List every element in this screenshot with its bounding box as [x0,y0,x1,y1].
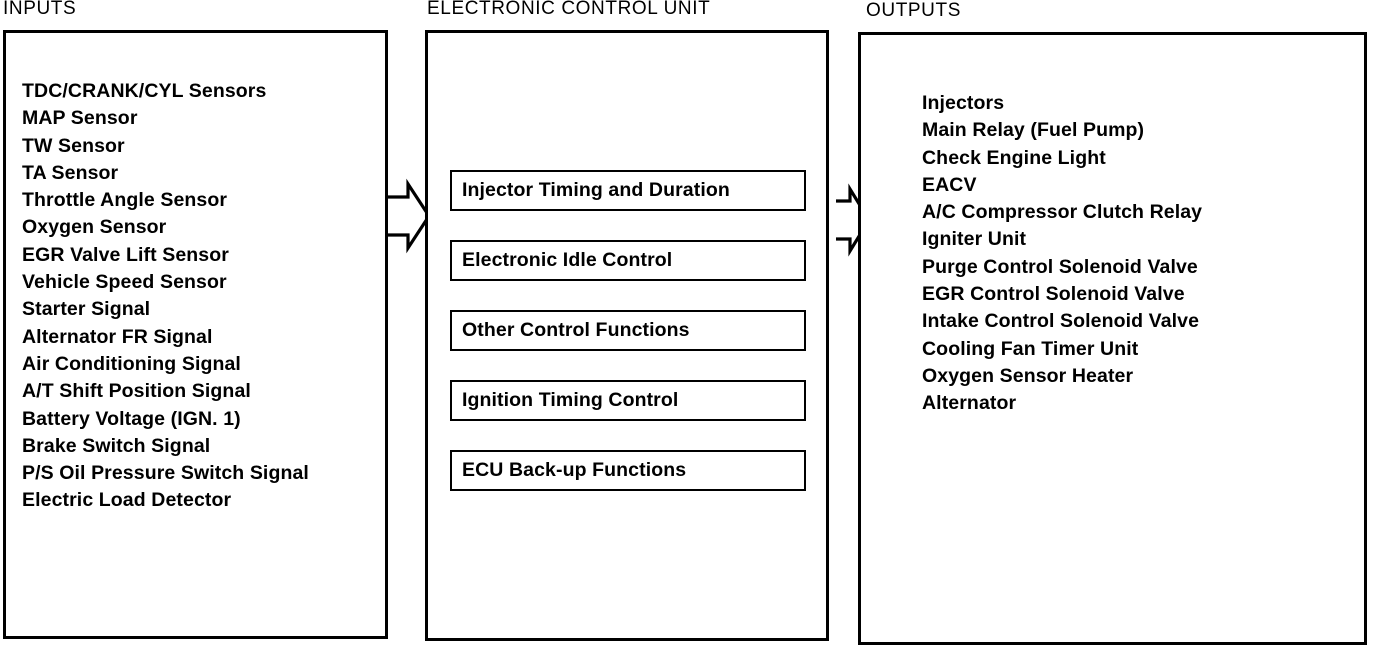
outputs-list: Injectors Main Relay (Fuel Pump) Check E… [922,90,1352,418]
list-item: Oxygen Sensor [22,216,167,239]
ecu-function-box: ECU Back-up Functions [450,450,806,491]
outputs-heading: OUTPUTS [866,0,961,21]
list-item: Main Relay (Fuel Pump) [922,119,1145,142]
ecu-function-box: Other Control Functions [450,310,806,351]
ecu-function-box: Injector Timing and Duration [450,170,806,211]
list-item: EGR Valve Lift Sensor [22,243,229,266]
list-item: Air Conditioning Signal [22,352,241,375]
list-item: Battery Voltage (IGN. 1) [22,407,241,430]
list-item: Vehicle Speed Sensor [22,271,227,294]
ecu-function-label: Other Control Functions [462,319,690,341]
list-item: TW Sensor [22,134,125,157]
inputs-list: TDC/CRANK/CYL Sensors MAP Sensor TW Sens… [22,78,382,515]
list-item: EGR Control Solenoid Valve [922,283,1185,306]
list-item: Purge Control Solenoid Valve [922,255,1198,278]
list-item: TDC/CRANK/CYL Sensors [22,80,267,102]
list-item: Electric Load Detector [22,489,232,512]
ecu-function-label: Injector Timing and Duration [462,179,730,201]
list-item: Alternator [922,392,1017,415]
inputs-heading: INPUTS [3,0,77,19]
list-item: TA Sensor [22,161,119,184]
list-item: Alternator FR Signal [22,325,213,348]
list-item: P/S Oil Pressure Switch Signal [22,462,309,485]
ecu-function-label: Ignition Timing Control [462,389,679,411]
list-item: EACV [922,173,977,196]
list-item: A/T Shift Position Signal [22,380,251,403]
list-item: Check Engine Light [922,146,1106,169]
list-item: Starter Signal [22,298,151,321]
ecu-function-box: Electronic Idle Control [450,240,806,281]
list-item: MAP Sensor [22,107,138,130]
list-item: Injectors [922,92,1005,114]
ecu-heading: ELECTRONIC CONTROL UNIT [427,0,711,19]
ecu-function-label: Electronic Idle Control [462,249,673,271]
inputs-panel [3,30,388,639]
outputs-panel [858,32,1367,645]
list-item: Cooling Fan Timer Unit [922,337,1139,360]
list-item: Intake Control Solenoid Valve [922,310,1200,333]
list-item: Brake Switch Signal [22,434,211,457]
list-item: Oxygen Sensor Heater [922,364,1134,387]
list-item: Igniter Unit [922,228,1027,251]
ecu-function-box: Ignition Timing Control [450,380,806,421]
list-item: Throttle Angle Sensor [22,189,228,212]
ecu-function-label: ECU Back-up Functions [462,459,687,481]
list-item: A/C Compressor Clutch Relay [922,201,1203,224]
